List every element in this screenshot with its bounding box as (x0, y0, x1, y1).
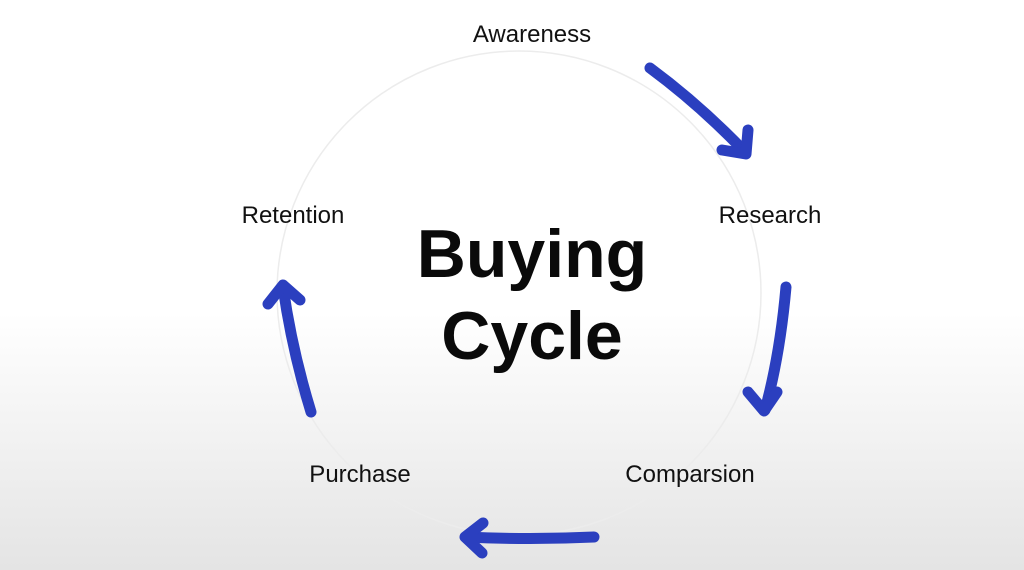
title-line-1: Buying (416, 216, 648, 292)
stage-comparison: Comparsion (625, 461, 755, 488)
stage-awareness: Awareness (472, 21, 592, 48)
arrow-research-to-comparison (742, 281, 792, 417)
stage-purchase: Purchase (309, 461, 411, 488)
title-line-2: Cycle (441, 298, 623, 374)
arrow-awareness-to-research (644, 62, 754, 160)
diagram-title: Buying Cycle (417, 213, 647, 377)
stage-retention: Retention (241, 202, 345, 229)
arrow-comparison-to-purchase (459, 517, 600, 559)
arrow-purchase-to-retention (262, 279, 317, 418)
stage-research: Research (718, 202, 822, 229)
